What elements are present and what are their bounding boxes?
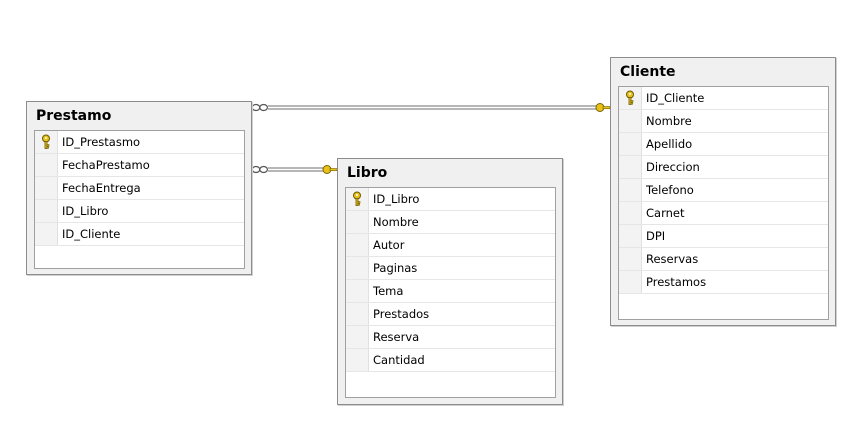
- relationship-prestamo-libro[interactable]: [251, 165, 338, 174]
- column-name: Carnet: [646, 206, 685, 220]
- table-title: Libro: [347, 165, 388, 181]
- column-row[interactable]: ID_Cliente: [619, 87, 828, 110]
- column-name: Tema: [373, 284, 404, 298]
- column-row[interactable]: Prestamos: [619, 271, 828, 294]
- column-row[interactable]: Apellido: [619, 133, 828, 156]
- column-name: Paginas: [373, 261, 418, 275]
- column-row[interactable]: FechaPrestamo: [35, 154, 244, 177]
- row-selector[interactable]: [619, 202, 642, 224]
- column-name: Telefono: [646, 183, 694, 197]
- column-name: Apellido: [646, 137, 693, 151]
- column-row[interactable]: Cantidad: [346, 349, 555, 372]
- column-row[interactable]: ID_Libro: [35, 200, 244, 223]
- table-title: Cliente: [620, 64, 676, 80]
- row-selector[interactable]: [619, 248, 642, 270]
- column-name: Cantidad: [373, 353, 425, 367]
- column-name: ID_Libro: [62, 204, 109, 218]
- column-name: ID_Libro: [373, 192, 420, 206]
- row-selector[interactable]: [619, 271, 642, 293]
- column-row[interactable]: Prestados: [346, 303, 555, 326]
- key-end-icon: [595, 103, 611, 112]
- row-selector[interactable]: [346, 257, 369, 279]
- column-name: ID_Prestasmo: [62, 135, 141, 149]
- column-name: ID_Cliente: [646, 91, 705, 105]
- column-row[interactable]: Nombre: [346, 211, 555, 234]
- column-row[interactable]: Direccion: [619, 156, 828, 179]
- row-selector[interactable]: [35, 223, 58, 245]
- column-row[interactable]: FechaEntrega: [35, 177, 244, 200]
- row-selector[interactable]: [619, 133, 642, 155]
- infinity-icon: [251, 165, 269, 174]
- row-selector[interactable]: [619, 110, 642, 132]
- row-selector[interactable]: [346, 303, 369, 325]
- infinity-icon: [251, 103, 269, 112]
- table-title: Prestamo: [36, 108, 112, 124]
- column-row[interactable]: Tema: [346, 280, 555, 303]
- column-row[interactable]: ID_Libro: [346, 188, 555, 211]
- column-name: Prestados: [373, 307, 430, 321]
- row-selector[interactable]: [346, 280, 369, 302]
- column-row[interactable]: Autor: [346, 234, 555, 257]
- column-name: Direccion: [646, 160, 700, 174]
- relationship-prestamo-cliente[interactable]: [251, 103, 611, 112]
- column-name: Prestamos: [646, 275, 707, 289]
- row-selector[interactable]: [619, 179, 642, 201]
- column-name: ID_Cliente: [62, 227, 121, 241]
- row-selector[interactable]: [619, 225, 642, 247]
- column-name: DPI: [646, 229, 666, 243]
- row-selector[interactable]: [346, 349, 369, 371]
- column-row[interactable]: Telefono: [619, 179, 828, 202]
- primary-key-icon: [626, 90, 634, 105]
- column-row[interactable]: Carnet: [619, 202, 828, 225]
- column-row[interactable]: Paginas: [346, 257, 555, 280]
- column-name: Nombre: [373, 215, 419, 229]
- row-selector[interactable]: [346, 326, 369, 348]
- column-name: Autor: [373, 238, 405, 252]
- row-selector[interactable]: [346, 211, 369, 233]
- primary-key-icon: [353, 191, 361, 206]
- column-name: FechaEntrega: [62, 181, 141, 195]
- row-selector[interactable]: [619, 156, 642, 178]
- column-row[interactable]: Reservas: [619, 248, 828, 271]
- column-name: Reserva: [373, 330, 420, 344]
- primary-key-icon: [42, 134, 50, 149]
- row-selector[interactable]: [346, 234, 369, 256]
- column-name: FechaPrestamo: [62, 158, 150, 172]
- row-selector[interactable]: [35, 200, 58, 222]
- column-row[interactable]: ID_Prestasmo: [35, 131, 244, 154]
- column-row[interactable]: ID_Cliente: [35, 223, 244, 246]
- column-name: Nombre: [646, 114, 692, 128]
- row-selector[interactable]: [35, 177, 58, 199]
- column-row[interactable]: Nombre: [619, 110, 828, 133]
- row-selector[interactable]: [35, 154, 58, 176]
- column-row[interactable]: DPI: [619, 225, 828, 248]
- column-name: Reservas: [646, 252, 699, 266]
- key-end-icon: [322, 165, 338, 174]
- column-row[interactable]: Reserva: [346, 326, 555, 349]
